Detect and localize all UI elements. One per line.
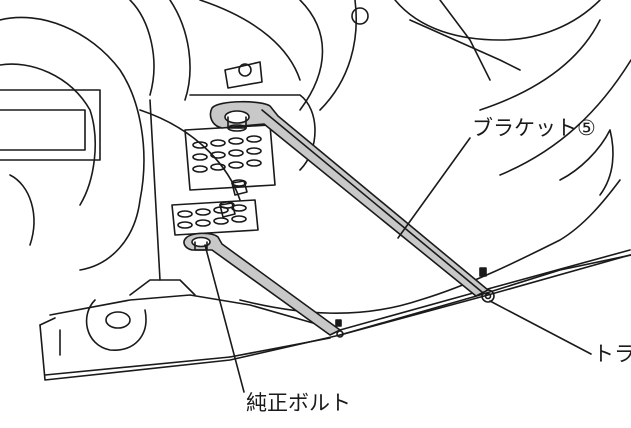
stock-bolt bbox=[191, 236, 211, 251]
leader-line-bolt bbox=[204, 244, 245, 393]
vent-panel-upper bbox=[184, 124, 276, 191]
bracket-5 bbox=[209, 100, 489, 297]
bracket-bolt-upper bbox=[224, 110, 250, 132]
bracket-short bbox=[183, 232, 342, 336]
chassis-outline bbox=[0, 0, 631, 281]
leader-line-bracket bbox=[397, 137, 471, 239]
nut-upper bbox=[231, 179, 248, 196]
leader-line-tra bbox=[489, 300, 592, 355]
bracket-label: ブラケット⑤ bbox=[472, 116, 596, 140]
nut-middle bbox=[219, 201, 236, 218]
vent-panel-lower bbox=[171, 199, 259, 236]
stock-bolt-label: 純正ボルト bbox=[246, 391, 351, 415]
tra-label: トラ bbox=[593, 342, 631, 366]
